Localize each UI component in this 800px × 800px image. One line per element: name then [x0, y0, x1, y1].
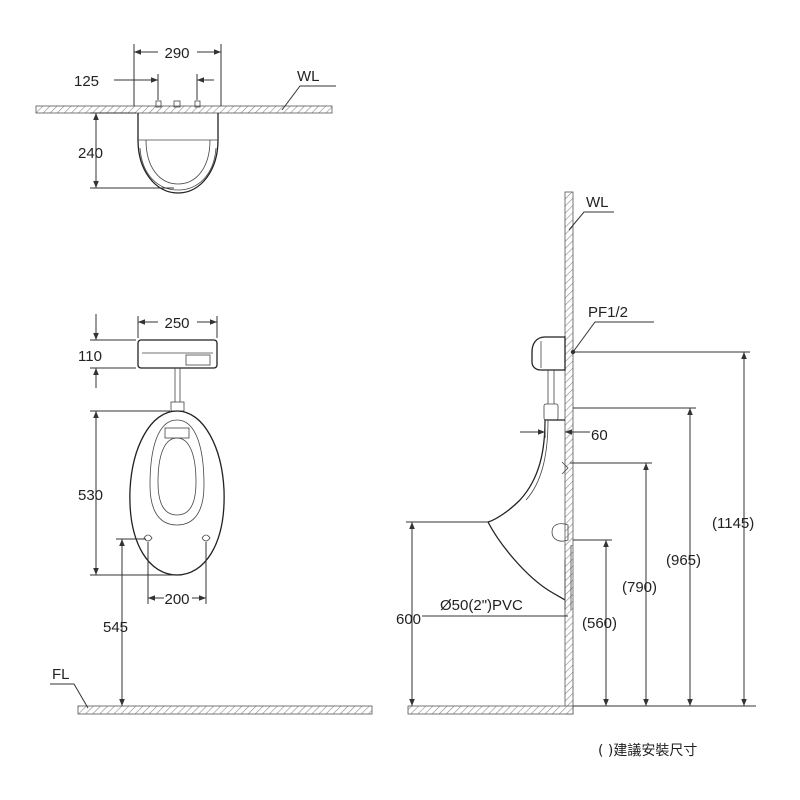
dim-side-560: (560) — [582, 615, 617, 632]
top-view: WL 290 125 240 — [35, 44, 336, 194]
side-pvc-label: Ø50(2")PVC — [440, 597, 523, 614]
front-bowl-outer — [129, 410, 225, 576]
dim-top-depth: 240 — [78, 145, 103, 162]
dim-top-inner: 125 — [74, 73, 99, 90]
dim-front-floor-height: 545 — [103, 619, 128, 636]
front-spreader — [164, 427, 190, 439]
top-bowl-rim — [139, 147, 217, 191]
dim-front-hole-spacing: 200 — [164, 591, 189, 608]
dim-front-bowl-height: 530 — [78, 487, 103, 504]
side-wl-label: WL — [586, 194, 609, 211]
dim-side-1145: (1145) — [712, 515, 754, 532]
top-bracket-left — [155, 100, 162, 108]
top-bracket-mid — [173, 100, 181, 108]
side-floor-hatch — [407, 705, 574, 715]
dim-side-offset: 60 — [591, 427, 608, 444]
front-hole-right — [201, 534, 211, 542]
dim-side-790: (790) — [622, 579, 657, 596]
side-spud — [543, 403, 559, 421]
side-outlet — [551, 523, 569, 542]
front-fl-leader — [50, 683, 89, 709]
front-flush-valve — [137, 339, 218, 369]
side-pf-label: PF1/2 — [588, 304, 628, 321]
dim-side-600: 600 — [396, 611, 421, 628]
top-wl-leader — [281, 85, 336, 111]
front-floor-hatch — [77, 705, 373, 715]
top-wall-hatch — [35, 105, 333, 114]
front-bowl-inner — [149, 419, 205, 526]
top-bowl-outline — [137, 113, 219, 194]
dim-top-width: 290 — [164, 45, 189, 62]
front-spud — [170, 401, 185, 412]
dim-front-tank-height: 110 — [78, 348, 102, 365]
front-fl-label: FL — [52, 666, 70, 683]
side-urinal-body — [487, 419, 566, 601]
top-bowl-inner — [145, 139, 211, 185]
top-bracket-right — [194, 100, 201, 108]
side-urinal-inner — [525, 419, 549, 501]
side-view: WL PF1/2 60 600 Ø50(2")PVC — [396, 191, 756, 715]
front-sensor-window — [185, 354, 211, 366]
side-wall-hatch — [564, 191, 574, 715]
installation-note: ( )建議安裝尺寸 — [598, 742, 697, 759]
side-wl-leader — [568, 211, 614, 231]
side-flush-valve — [531, 336, 566, 371]
front-view: 250 110 530 200 545 FL — [50, 314, 373, 715]
dim-front-tank-width: 250 — [164, 315, 189, 332]
front-bowl-basin — [157, 437, 197, 516]
front-hole-left — [143, 534, 153, 542]
top-wl-label: WL — [297, 68, 320, 85]
dim-side-965: (965) — [666, 552, 701, 569]
side-pf-leader — [572, 321, 654, 353]
side-supply-pipe — [547, 370, 555, 404]
